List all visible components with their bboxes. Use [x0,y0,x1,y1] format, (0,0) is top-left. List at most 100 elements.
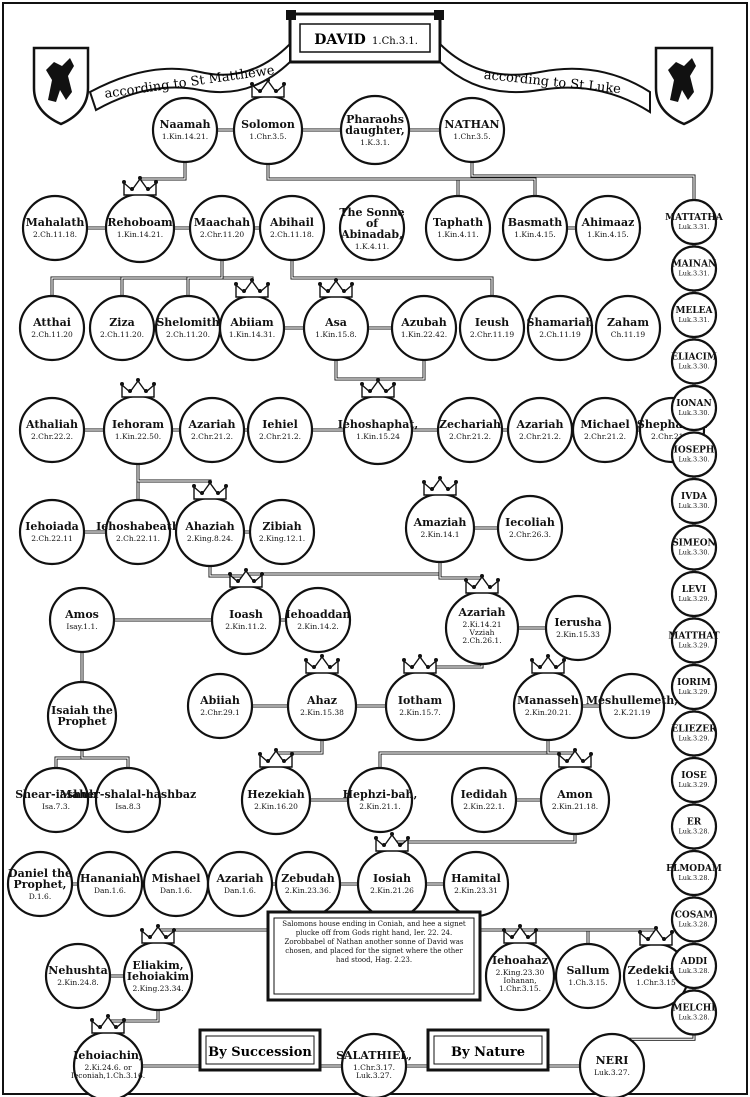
node-ref: 2.Chr.29.1 [200,708,240,717]
node-circle [670,570,718,618]
node-ref: Dan.1.6. [160,886,192,895]
node-name: Rehoboam [107,216,173,229]
node-ref: 2.Kin.24.8. [57,978,98,987]
node-ref: 1.Kin.15.8. [315,330,356,339]
node-name: Zebudah [281,872,335,885]
node-name: Prophet [57,715,107,728]
node-name: MELCHI [672,1004,715,1014]
node-circle [670,617,718,664]
node-name: Iehoiakim [127,970,190,983]
node-ref: 1.Ch.3.15. [568,978,607,987]
node-circle [501,194,569,262]
node-ref: 2.Kin.16.20 [254,802,298,811]
node-ref: Luk.3.30. [678,549,709,557]
node-ref: Iohanan, [503,976,536,985]
node-ref: 2.Kin.21.26 [370,886,414,895]
node-ref: Luk.3.28. [678,828,709,836]
node-circle [76,850,144,918]
node-circle [578,1032,646,1097]
node-circle [594,294,662,362]
node-name: Iehoshabeath [96,520,180,533]
node-circle [670,291,718,339]
node-name: Ierusha [554,616,601,629]
node-ref: Luk.3.28. [678,874,709,882]
node-circle [670,431,718,478]
crown-icon [193,481,227,500]
node-name: Iotham [398,694,443,707]
node-ref: 1.Kin.4.11. [437,230,478,239]
node-ref: Luk.3.29. [678,688,709,696]
node-ref: Luk.3.31. [678,316,709,324]
node-ref: Luk.3.29. [678,781,709,789]
node-name: Azariah [457,606,505,619]
node-circle [458,294,526,362]
node-name: Amon [556,788,593,801]
node-name: Solomon [241,118,295,131]
succession-label: By Succession [208,1045,312,1060]
node-name: Azariah [187,418,235,431]
node-name: Azariah [215,872,263,885]
node-circle [206,850,274,918]
node-circle [338,194,406,262]
node-circle [424,194,492,262]
node-name: Athaliah [25,418,78,431]
node-ref: Luk.3.30. [678,456,709,464]
node-circle [670,849,718,897]
node-circle [670,198,718,246]
node-name: Eliakim, [132,959,183,972]
node-name: Zedekiah [628,964,685,977]
person-node-iehoiachin: Iehoiachin,2.Ki.24.6. orIeconiah,1.Ch.3.… [71,1014,145,1097]
node-circle [574,194,642,262]
note-text: Salomons house ending in Coniah, and hee… [282,920,466,964]
node-name: IOSEPH [674,446,715,456]
node-circle [670,384,718,432]
node-ref: Luk.3.27. [594,1068,630,1077]
node-name: Zechariah [439,418,501,431]
node-circle [22,766,90,834]
node-name: Amaziah [413,516,467,529]
node-name: Shear-iashub [15,788,97,801]
node-ref: 2.Kin.15.33 [556,630,600,639]
node-ref: D.1.6. [29,892,51,901]
node-ref: 2.Chr.26.3. [509,530,551,539]
node-name: Iehoram [112,418,164,431]
node-ref: 2.Kin.15.7. [399,708,440,717]
node-ref: Luk.3.29. [678,735,709,743]
node-circle [188,194,256,262]
node-ref: 1.Kin.14.21. [162,132,208,141]
node-circle [670,477,718,525]
node-name: Iehoiachin, [73,1049,143,1062]
node-ref: 2.Kin.23.31 [454,886,498,895]
node-ref: 1.Kin.15.24 [356,432,400,441]
crown-icon [319,279,353,298]
node-name: NATHAN [444,118,499,131]
node-ref: 2.Chr.21.2. [519,432,561,441]
person-nodes: Naamah1.Kin.14.21.Solomon1.Chr.3.5.Phara… [6,78,724,1097]
node-circle [670,524,718,571]
crown-icon [531,655,565,674]
node-name: Iedidah [461,788,508,801]
node-ref: 2.Kin.23.36. [285,886,331,895]
note-box: Salomons house ending in Coniah, and hee… [266,910,482,1002]
